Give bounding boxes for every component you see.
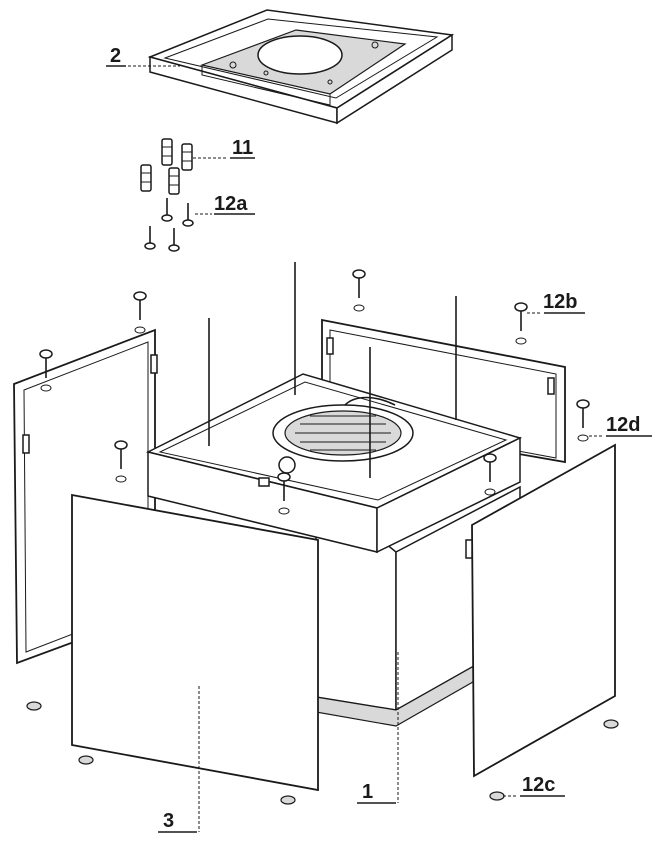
panel-screws (39, 269, 590, 515)
label-12c: 12c (522, 774, 555, 796)
label-3: 3 (163, 810, 174, 832)
front-panel (71, 493, 319, 792)
wall-plugs (140, 138, 193, 195)
label-2: 2 (110, 45, 121, 67)
label-12b: 12b (543, 291, 577, 313)
label-11: 11 (232, 137, 253, 159)
label-1: 1 (362, 781, 373, 803)
screws-12a (144, 198, 194, 252)
ceiling-mounting-frame (147, 9, 455, 125)
screw-axes (208, 262, 457, 478)
right-side-panel (465, 443, 616, 778)
label-12d: 12d (606, 414, 640, 436)
label-12a: 12a (214, 193, 248, 215)
